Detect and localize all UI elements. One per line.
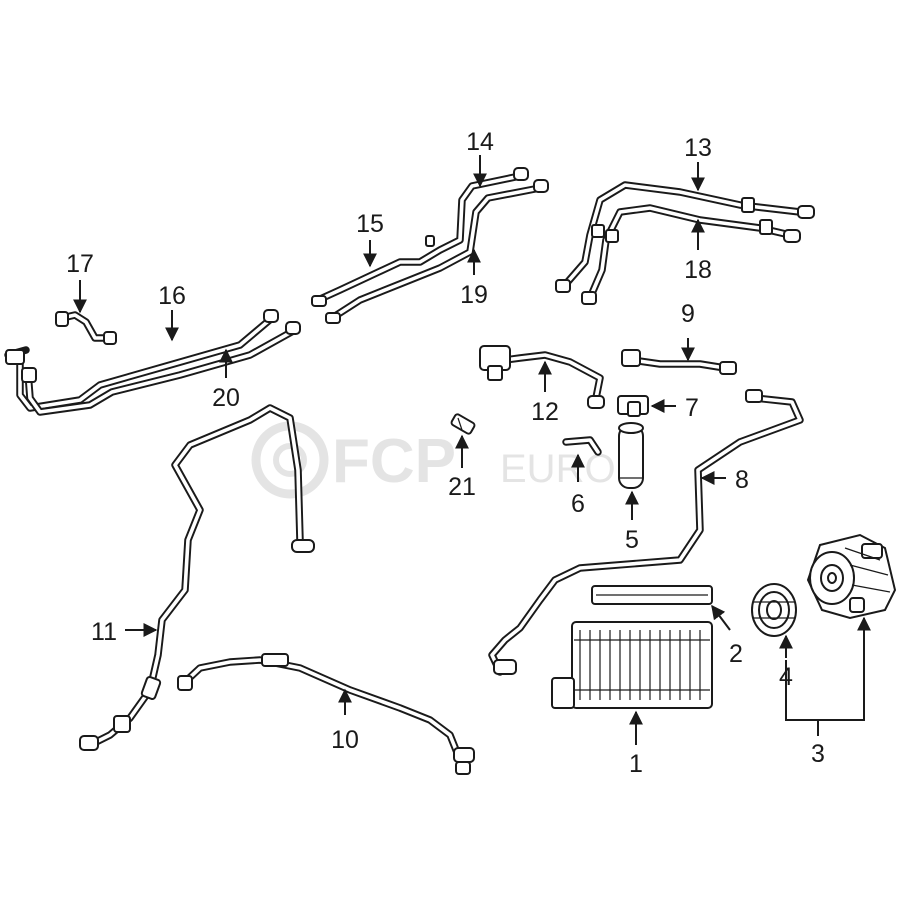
- hose-13-18: [555, 181, 815, 305]
- callout-8: 8: [735, 466, 749, 494]
- compressor-3: [806, 533, 897, 620]
- callout-labels: 1 2 3 4 5 6 7 8 9 10 11 12 13 14 15 16 1…: [66, 128, 825, 778]
- switch-7: [617, 395, 649, 417]
- hose-14-19: [311, 167, 549, 324]
- callout-2: 2: [729, 640, 743, 668]
- callout-12: 12: [531, 398, 559, 426]
- hose-16-17-20: [4, 309, 301, 416]
- callout-9: 9: [681, 300, 695, 328]
- leader-3: [785, 616, 871, 721]
- callout-4: 4: [779, 663, 793, 691]
- callout-13: 13: [684, 134, 712, 162]
- callout-15: 15: [356, 210, 384, 238]
- watermark-inner-ring: [273, 443, 307, 477]
- callout-10: 10: [331, 726, 359, 754]
- callout-3: 3: [811, 740, 825, 768]
- leader-lines: [73, 155, 871, 745]
- callout-20: 20: [212, 384, 240, 412]
- hose-8: [488, 389, 804, 676]
- watermark-brand: FCP: [332, 427, 456, 496]
- callout-17: 17: [66, 250, 94, 278]
- callout-1: 1: [629, 750, 643, 778]
- callout-21: 21: [448, 473, 476, 501]
- watermark: FCP EURO: [251, 421, 616, 499]
- bracket-6: [562, 436, 602, 456]
- callout-7: 7: [685, 394, 699, 422]
- hose-11: [79, 404, 315, 751]
- callout-11: 11: [91, 618, 117, 646]
- pulley-4: [751, 583, 797, 637]
- hose-10: [177, 653, 475, 775]
- leader-2: [711, 604, 731, 631]
- condenser-1: [551, 621, 713, 709]
- callout-5: 5: [625, 526, 639, 554]
- drier-5: [618, 422, 644, 489]
- callout-16: 16: [158, 282, 186, 310]
- hose-12: [479, 345, 605, 409]
- valve-21: [450, 413, 476, 435]
- callout-19: 19: [460, 281, 488, 309]
- callout-18: 18: [684, 256, 712, 284]
- callout-6: 6: [571, 490, 585, 518]
- callout-14: 14: [466, 128, 494, 156]
- hose-9: [621, 349, 737, 375]
- seal-2: [591, 585, 713, 605]
